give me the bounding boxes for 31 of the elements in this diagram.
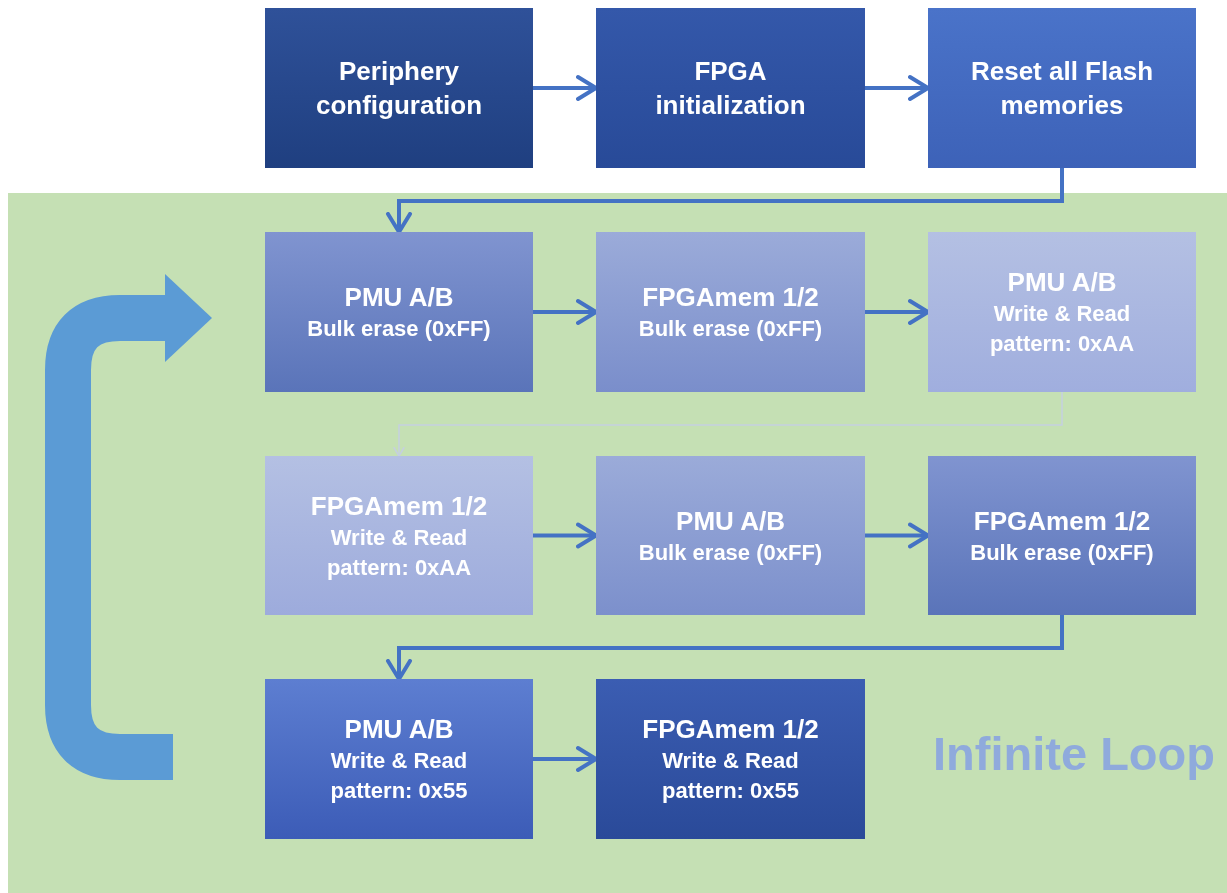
box-description: Bulk erase (0xFF) bbox=[638, 538, 823, 567]
box-description: Bulk erase (0xFF) bbox=[970, 538, 1154, 567]
process-box bbox=[265, 232, 533, 392]
process-box bbox=[596, 232, 865, 392]
box-title: FPGAmem 1/2 bbox=[642, 713, 819, 746]
box-title: FPGAmem 1/2 bbox=[642, 281, 819, 314]
process-box bbox=[596, 8, 865, 168]
process-box bbox=[928, 232, 1196, 392]
box-title: FPGAmem 1/2 bbox=[310, 489, 488, 523]
process-box bbox=[265, 8, 533, 168]
process-box bbox=[265, 456, 533, 615]
loop-region bbox=[8, 193, 1227, 893]
box-title: FPGAmem 1/2 bbox=[973, 504, 1151, 538]
box-title: FPGA initialization bbox=[654, 55, 807, 122]
box-title: Reset all Flash memories bbox=[969, 55, 1155, 122]
process-box bbox=[928, 456, 1196, 615]
box-description: Write & Read pattern: 0xAA bbox=[325, 523, 473, 582]
box-title: PMU A/B bbox=[1007, 266, 1117, 299]
box-description: Bulk erase (0xFF) bbox=[307, 315, 491, 343]
process-box bbox=[265, 679, 533, 839]
box-title: PMU A/B bbox=[676, 504, 785, 538]
box-description: Write & Read pattern: 0x55 bbox=[661, 747, 800, 805]
box-description: Write & Read pattern: 0xAA bbox=[988, 300, 1136, 358]
process-box bbox=[596, 679, 865, 839]
box-description: Write & Read pattern: 0x55 bbox=[329, 747, 469, 805]
box-title: PMU A/B bbox=[344, 281, 454, 314]
process-box bbox=[596, 456, 865, 615]
box-title: Periphery configuration bbox=[314, 55, 484, 122]
box-description: Bulk erase (0xFF) bbox=[638, 315, 823, 343]
process-box bbox=[928, 8, 1196, 168]
box-title: PMU A/B bbox=[344, 713, 454, 746]
